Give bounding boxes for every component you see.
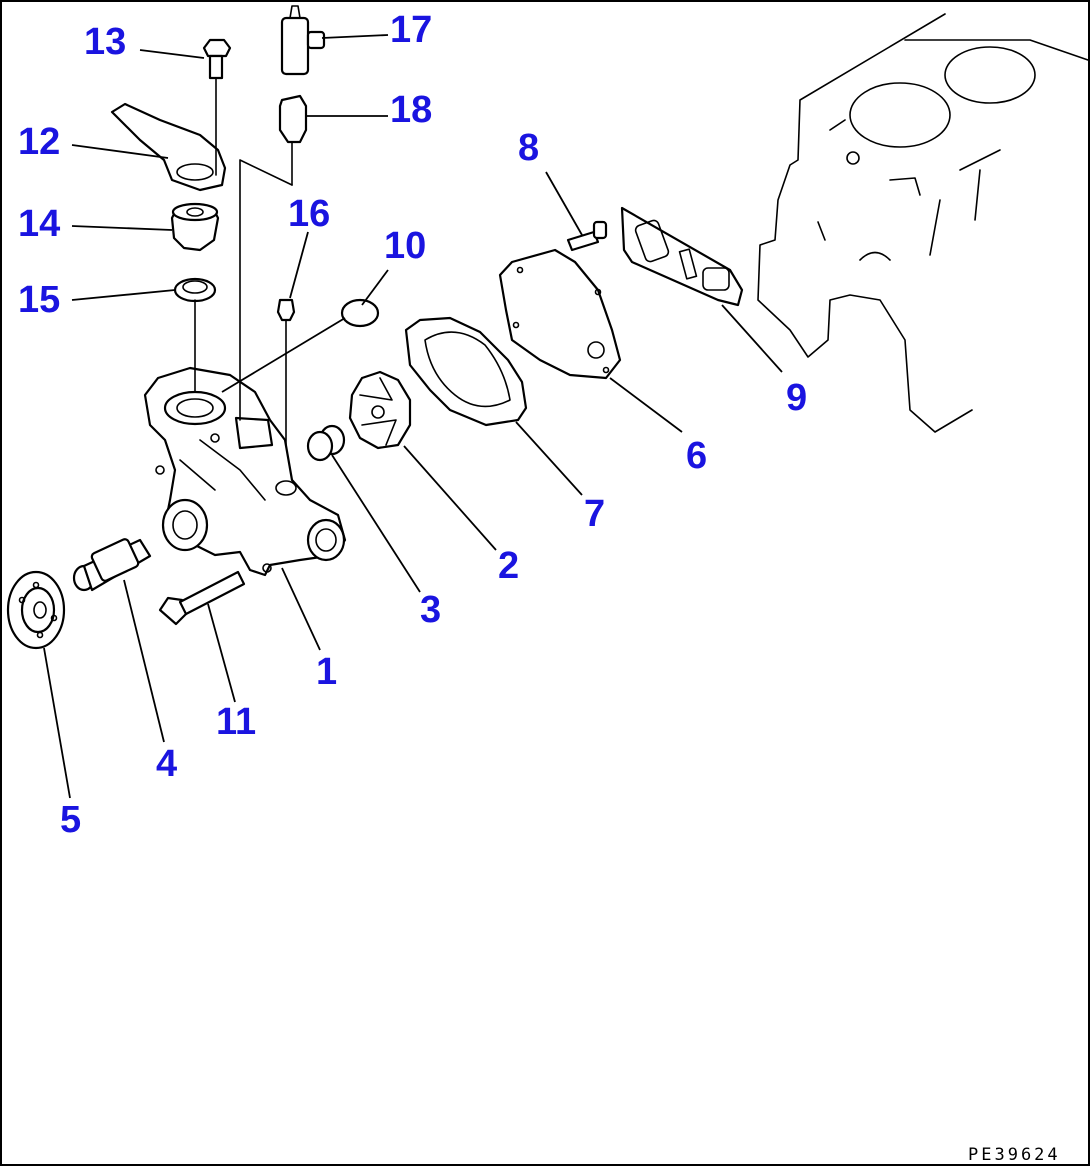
callout-9: 9 <box>786 377 807 419</box>
leader-10 <box>361 269 389 306</box>
leader-lines <box>43 34 783 799</box>
drawing-number: PE39624 <box>968 1145 1061 1165</box>
callout-10: 10 <box>384 225 426 267</box>
callout-11: 11 <box>216 701 256 743</box>
callout-3: 3 <box>420 589 441 631</box>
leader-9 <box>721 304 783 373</box>
part-7-gasket <box>404 316 528 427</box>
leader-8 <box>545 171 583 236</box>
leader-12 <box>71 144 169 159</box>
part-8-bolt <box>566 220 608 252</box>
callout-16: 16 <box>288 193 330 235</box>
engine-block <box>757 13 1089 433</box>
leader-3 <box>331 454 421 593</box>
part-1-pump-body <box>143 366 347 577</box>
leader-15 <box>71 289 176 301</box>
callout-14: 14 <box>18 203 60 245</box>
leader-2 <box>403 445 497 551</box>
part-5-pulley-flange <box>6 570 66 650</box>
callout-7: 7 <box>584 493 605 535</box>
part-17-sensor <box>280 5 326 76</box>
callout-labels: 13 17 18 12 8 16 14 10 15 9 6 7 2 3 1 11… <box>18 9 807 841</box>
callout-13: 13 <box>84 21 126 63</box>
callout-12: 12 <box>18 121 60 163</box>
callout-17: 17 <box>390 9 432 51</box>
leader-14 <box>71 225 173 231</box>
part-14-thermostat <box>170 202 220 252</box>
callout-1: 1 <box>316 651 337 693</box>
callout-4: 4 <box>156 743 177 785</box>
callout-15: 15 <box>18 279 60 321</box>
leader-10-b <box>221 317 346 393</box>
part-6-cover-plate <box>498 248 622 380</box>
part-11-bolt <box>158 570 246 626</box>
part-16-nipple <box>276 298 296 489</box>
leader-1 <box>281 567 321 651</box>
leader-4 <box>123 579 165 743</box>
callout-5: 5 <box>60 799 81 841</box>
part-3-seal <box>306 424 346 462</box>
part-13-bolt <box>202 38 232 176</box>
callout-2: 2 <box>498 545 519 587</box>
callout-18: 18 <box>390 89 432 131</box>
part-9-gasket <box>620 206 744 307</box>
part-12-water-outlet <box>110 102 227 192</box>
leader-11 <box>207 603 236 703</box>
leader-6 <box>609 377 683 433</box>
leader-13 <box>139 49 205 59</box>
leader-5 <box>43 647 71 799</box>
leader-16 <box>289 231 309 299</box>
callout-8: 8 <box>518 127 539 169</box>
leader-17 <box>321 34 389 39</box>
part-2-impeller <box>348 370 412 450</box>
leader-7 <box>515 421 583 496</box>
callout-6: 6 <box>686 435 707 477</box>
part-10-plug <box>340 298 380 328</box>
part-4-shaft-bearing <box>72 538 152 592</box>
part-18-sensor <box>239 94 308 421</box>
